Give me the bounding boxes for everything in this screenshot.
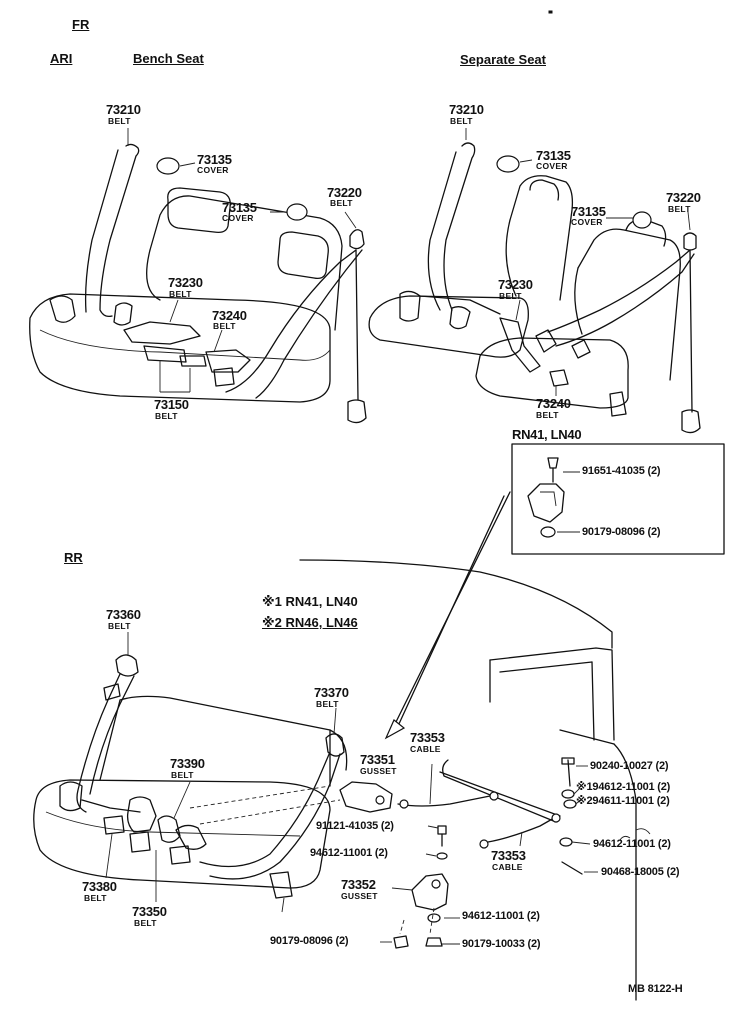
part-number: 90179-10033 (2) bbox=[462, 938, 541, 950]
part-description: BELT bbox=[316, 699, 339, 709]
part-description: BELT bbox=[668, 204, 691, 214]
front-section-label: FR bbox=[72, 17, 90, 32]
part-number: 90179-08096 (2) bbox=[582, 526, 661, 538]
part-number: 73210 bbox=[106, 102, 141, 117]
part-description: COVER bbox=[197, 165, 229, 175]
part-description: BELT bbox=[499, 291, 522, 301]
part-description: BELT bbox=[536, 410, 559, 420]
part-description: BELT bbox=[84, 893, 107, 903]
part-number: 90179-08096 (2) bbox=[270, 935, 349, 947]
ari-label: ARI bbox=[50, 51, 73, 66]
part-description: GUSSET bbox=[360, 766, 397, 776]
part-description: BELT bbox=[169, 289, 192, 299]
bench-seat-header: Bench Seat bbox=[133, 51, 204, 66]
part-number: 73135 bbox=[222, 200, 257, 215]
part-number: 91651-41035 (2) bbox=[582, 465, 661, 477]
part-number: 73353 bbox=[491, 848, 526, 863]
bench-seat-drawing bbox=[29, 128, 367, 424]
part-number: 73220 bbox=[666, 190, 701, 205]
part-description: BELT bbox=[171, 770, 194, 780]
part-description: BELT bbox=[155, 411, 178, 421]
note-2: ※2 RN46, LN46 bbox=[262, 615, 358, 630]
part-number: 73380 bbox=[82, 879, 117, 894]
rn41-detail-box bbox=[384, 443, 725, 740]
part-description: COVER bbox=[571, 217, 603, 227]
part-description: COVER bbox=[536, 161, 568, 171]
models-box-title: RN41, LN40 bbox=[512, 427, 582, 442]
part-description: CABLE bbox=[410, 744, 441, 754]
part-number: 73135 bbox=[536, 148, 571, 163]
diagram-code: MB 8122-H bbox=[628, 983, 683, 995]
part-number: 73135 bbox=[197, 152, 232, 167]
part-description: BELT bbox=[108, 621, 131, 631]
part-number: 73353 bbox=[410, 730, 445, 745]
part-number: 73360 bbox=[106, 607, 141, 622]
separate-seat-drawing bbox=[368, 128, 701, 434]
part-number: 91121-41035 (2) bbox=[316, 820, 394, 832]
part-description: BELT bbox=[450, 116, 473, 126]
part-description: CABLE bbox=[492, 862, 523, 872]
part-number: 73240 bbox=[212, 308, 247, 323]
part-description: BELT bbox=[330, 198, 353, 208]
part-number: 73220 bbox=[327, 185, 362, 200]
note-1: ※1 RN41, LN40 bbox=[262, 594, 358, 609]
corner-mark bbox=[548, 10, 553, 14]
part-number: 94612-11001 (2) bbox=[310, 847, 388, 859]
vehicle-body-drawing bbox=[299, 559, 651, 1001]
part-number: 90468-18005 (2) bbox=[601, 866, 680, 878]
rear-hardware-drawing bbox=[339, 757, 598, 949]
part-description: BELT bbox=[213, 321, 236, 331]
rear-section-label: RR bbox=[64, 550, 83, 565]
part-number: 73351 bbox=[360, 752, 395, 767]
part-number: 73350 bbox=[132, 904, 167, 919]
part-number: 94612-11001 (2) bbox=[593, 838, 671, 850]
part-number: 73150 bbox=[154, 397, 189, 412]
separate-seat-header: Separate Seat bbox=[460, 52, 546, 67]
part-description: BELT bbox=[134, 918, 157, 928]
part-description: COVER bbox=[222, 213, 254, 223]
part-number: ※194612-11001 (2) bbox=[576, 781, 671, 793]
part-number: 73390 bbox=[170, 756, 205, 771]
part-number: 73230 bbox=[498, 277, 533, 292]
part-number: 90240-10027 (2) bbox=[590, 760, 669, 772]
part-number: 73210 bbox=[449, 102, 484, 117]
part-description: GUSSET bbox=[341, 891, 378, 901]
part-number: 73352 bbox=[341, 877, 376, 892]
rear-seat-drawing bbox=[33, 632, 348, 913]
part-number: 73370 bbox=[314, 685, 349, 700]
part-number: 94612-11001 (2) bbox=[462, 910, 540, 922]
part-number: 73135 bbox=[571, 204, 606, 219]
part-number: 73230 bbox=[168, 275, 203, 290]
part-number: ※294611-11001 (2) bbox=[576, 795, 670, 807]
part-description: BELT bbox=[108, 116, 131, 126]
part-number: 73240 bbox=[536, 396, 571, 411]
